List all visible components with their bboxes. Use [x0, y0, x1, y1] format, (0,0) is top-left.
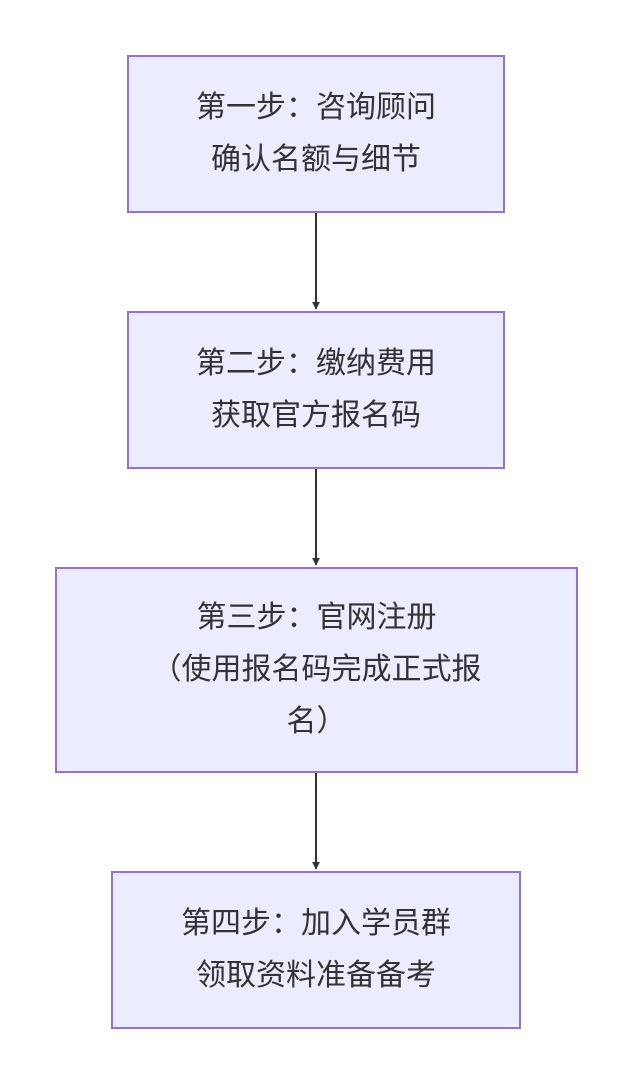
step-2-line-2: 获取官方报名码	[211, 398, 421, 433]
step-3-line-3: 名）	[286, 704, 347, 739]
step-3-line-1: 第三步：官网注册	[196, 600, 437, 635]
step-3-node: 第三步：官网注册 （使用报名码完成正式报 名）	[55, 567, 578, 773]
step-4-line-1: 第四步：加入学员群	[181, 906, 451, 941]
step-2-line-1: 第二步：缴纳费用	[196, 346, 436, 381]
step-1-line-2: 确认名额与细节	[211, 142, 421, 177]
step-4-node: 第四步：加入学员群 领取资料准备备考	[111, 871, 521, 1029]
step-2-node: 第二步：缴纳费用 获取官方报名码	[127, 311, 505, 469]
step-1-node: 第一步：咨询顾问 确认名额与细节	[127, 55, 505, 213]
step-1-line-1: 第一步：咨询顾问	[196, 90, 436, 125]
step-4-line-2: 领取资料准备备考	[196, 958, 436, 993]
step-3-line-2: （使用报名码完成正式报	[151, 652, 482, 687]
